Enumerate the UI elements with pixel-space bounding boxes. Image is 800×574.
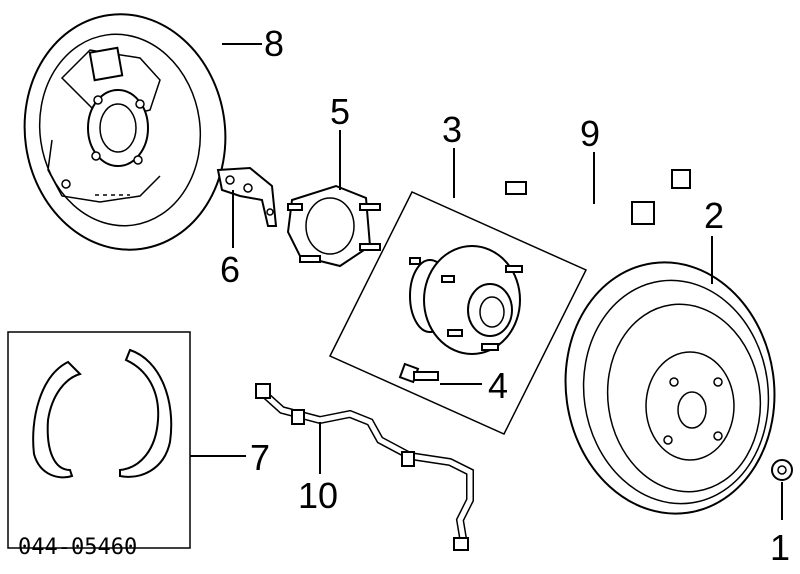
callout-5: 5 — [330, 91, 350, 132]
diagram-code: 044-05460 — [18, 535, 137, 560]
backing-plate — [23, 13, 227, 251]
hub-assembly — [328, 191, 588, 435]
callout-2: 2 — [704, 195, 724, 236]
callout-6: 6 — [220, 249, 240, 290]
hub-bolt — [398, 362, 439, 384]
callout-9: 9 — [580, 113, 600, 154]
callout-3: 3 — [442, 109, 462, 150]
callout-1: 1 — [770, 527, 790, 568]
callout-4: 4 — [488, 365, 508, 406]
callout-8: 8 — [264, 23, 284, 64]
drum-nut — [771, 459, 793, 481]
brake-shoe-set — [7, 331, 191, 549]
brake-hose — [505, 169, 691, 225]
callout-10: 10 — [298, 475, 338, 516]
callout-7: 7 — [250, 437, 270, 478]
mounting-bracket — [216, 166, 278, 227]
abs-wire — [255, 383, 474, 551]
brake-drum — [564, 261, 776, 515]
sensor-plate — [286, 184, 381, 268]
